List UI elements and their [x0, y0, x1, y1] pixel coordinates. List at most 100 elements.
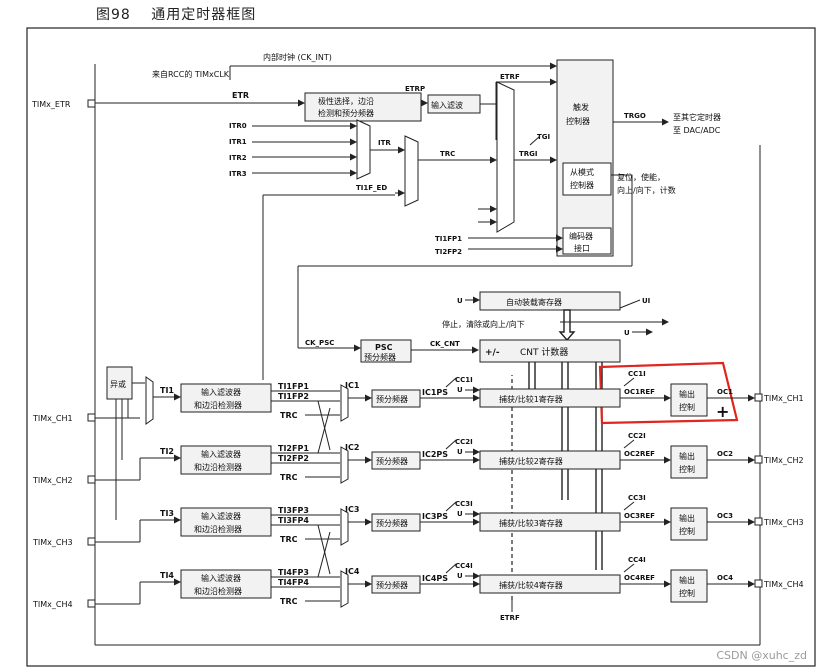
ocref-label-1: OC1REF — [624, 388, 655, 396]
output-text-b-3: 控制 — [679, 526, 695, 536]
ocref-cci-4: CC4I — [628, 556, 646, 564]
filter-text-b-2: 和边沿检测器 — [194, 462, 242, 472]
etrf-bottom-label: ETRF — [500, 614, 520, 622]
itr-out-label: ITR — [378, 139, 391, 147]
annotation-plus: + — [716, 402, 729, 421]
prescaler-text-1: 预分频器 — [376, 394, 408, 404]
fp-b-2: TI2FP2 — [278, 454, 309, 463]
input-pin-2 — [87, 475, 96, 484]
icps-label-1: IC1PS — [422, 388, 448, 397]
filter-text-b-4: 和边沿检测器 — [194, 586, 242, 596]
input-pin-1 — [87, 413, 96, 422]
filter-text-a-2: 输入滤波器 — [201, 449, 241, 459]
input-pin-3 — [87, 537, 96, 546]
cnt-plusminus: +/- — [485, 348, 500, 358]
input-filter-3 — [180, 507, 272, 537]
ck-int-label: 内部时钟 (CK_INT) — [263, 52, 332, 62]
fp-b-1: TI1FP2 — [278, 392, 309, 401]
polarity-block — [304, 92, 422, 122]
cci-label-4: CC4I — [455, 562, 473, 570]
oc-label-1: OC1 — [717, 388, 733, 396]
output-text-a-2: 输出 — [679, 451, 695, 461]
filter-text-b-1: 和边沿检测器 — [194, 400, 242, 410]
output-pin-label-2: TIMx_CH2 — [763, 456, 804, 465]
ti-label-1: TI1 — [160, 386, 174, 395]
ic-label-1: IC1 — [345, 381, 360, 390]
output-pin-label-4: TIMx_CH4 — [763, 580, 804, 589]
input-filter-2 — [180, 445, 272, 475]
output-pin-2 — [754, 455, 763, 464]
slave-text-2: 控制器 — [570, 180, 594, 190]
ti-label-2: TI2 — [160, 447, 174, 456]
trigger-mux — [496, 81, 515, 233]
output-control-4 — [670, 569, 708, 603]
watermark: CSDN @xuhc_zd — [716, 649, 807, 662]
psc-sub: 预分频器 — [364, 352, 396, 362]
ocref-label-2: OC2REF — [624, 450, 655, 458]
ti-label-4: TI4 — [160, 571, 174, 580]
input-pin-label-4: TIMx_CH4 — [32, 600, 73, 609]
fp-b-4: TI4FP4 — [278, 578, 309, 587]
output-text-b-2: 控制 — [679, 464, 695, 474]
output-pin-label-1: TIMx_CH1 — [763, 394, 804, 403]
u-label-reload: U — [457, 297, 463, 305]
ic-mux-4 — [340, 570, 349, 608]
oc-label-2: OC2 — [717, 450, 733, 458]
itr3-label: ITR3 — [229, 170, 247, 178]
ocref-label-4: OC4REF — [624, 574, 655, 582]
etr-pin-label: TIMx_ETR — [31, 100, 71, 109]
ui-label: UI — [642, 297, 650, 305]
reset-text-1: 复位，使能， — [617, 172, 665, 182]
itr2-label: ITR2 — [229, 154, 247, 162]
etr-signal: ETR — [232, 91, 249, 100]
output-pin-3 — [754, 517, 763, 526]
trgo-dest-2: 至 DAC/ADC — [673, 126, 721, 135]
ic-mux-3 — [340, 508, 349, 546]
trc-mux — [404, 135, 419, 207]
cc-register-text-1: 捕获/比较1寄存器 — [499, 394, 563, 404]
etrp-signal: ETRP — [405, 85, 425, 93]
etrf-signal: ETRF — [500, 73, 520, 81]
fp-a-1: TI1FP1 — [278, 382, 309, 391]
ocref-cci-3: CC3I — [628, 494, 646, 502]
output-text-a-3: 输出 — [679, 513, 695, 523]
input-pin-4 — [87, 599, 96, 608]
output-text-a-4: 输出 — [679, 575, 695, 585]
xor-text: 异或 — [110, 379, 126, 389]
tgi-label: TGI — [537, 133, 550, 141]
cci-label-1: CC1I — [455, 376, 473, 384]
ic-label-3: IC3 — [345, 505, 359, 514]
trc-2: TRC — [280, 473, 298, 482]
prescaler-text-3: 预分频器 — [376, 518, 408, 528]
oc-label-4: OC4 — [717, 574, 733, 582]
input-filter-1 — [180, 383, 272, 413]
encoder-text-1: 编码器 — [569, 231, 593, 241]
output-control-2 — [670, 445, 708, 479]
input-pin-label-2: TIMx_CH2 — [32, 476, 73, 485]
ocref-cci-1: CC1I — [628, 370, 646, 378]
auto-reload-text: 自动装载寄存器 — [506, 297, 562, 307]
output-pin-4 — [754, 579, 763, 588]
polarity-text-2: 检测和预分频器 — [318, 108, 374, 118]
input-filter-4 — [180, 569, 272, 599]
u-label-1: U — [457, 386, 463, 394]
cc-register-text-2: 捕获/比较2寄存器 — [499, 456, 563, 466]
auto-reload-register — [479, 291, 621, 311]
ck-cnt-label: CK_CNT — [430, 340, 460, 348]
cc-register-text-3: 捕获/比较3寄存器 — [499, 518, 563, 528]
u-label-2: U — [457, 448, 463, 456]
etr-pin — [87, 99, 96, 108]
stop-clear-text: 停止，清除或向上/向下 — [442, 319, 525, 329]
input-pin-label-1: TIMx_CH1 — [32, 414, 73, 423]
ck-psc-label: CK_PSC — [305, 339, 334, 347]
cnt-text: CNT 计数器 — [520, 346, 568, 358]
trgi-label: TRGI — [519, 150, 538, 158]
psc-title: PSC — [375, 343, 393, 352]
itr-mux — [356, 119, 371, 180]
itr1-label: ITR1 — [229, 138, 247, 146]
trgo-label: TRGO — [624, 112, 646, 120]
